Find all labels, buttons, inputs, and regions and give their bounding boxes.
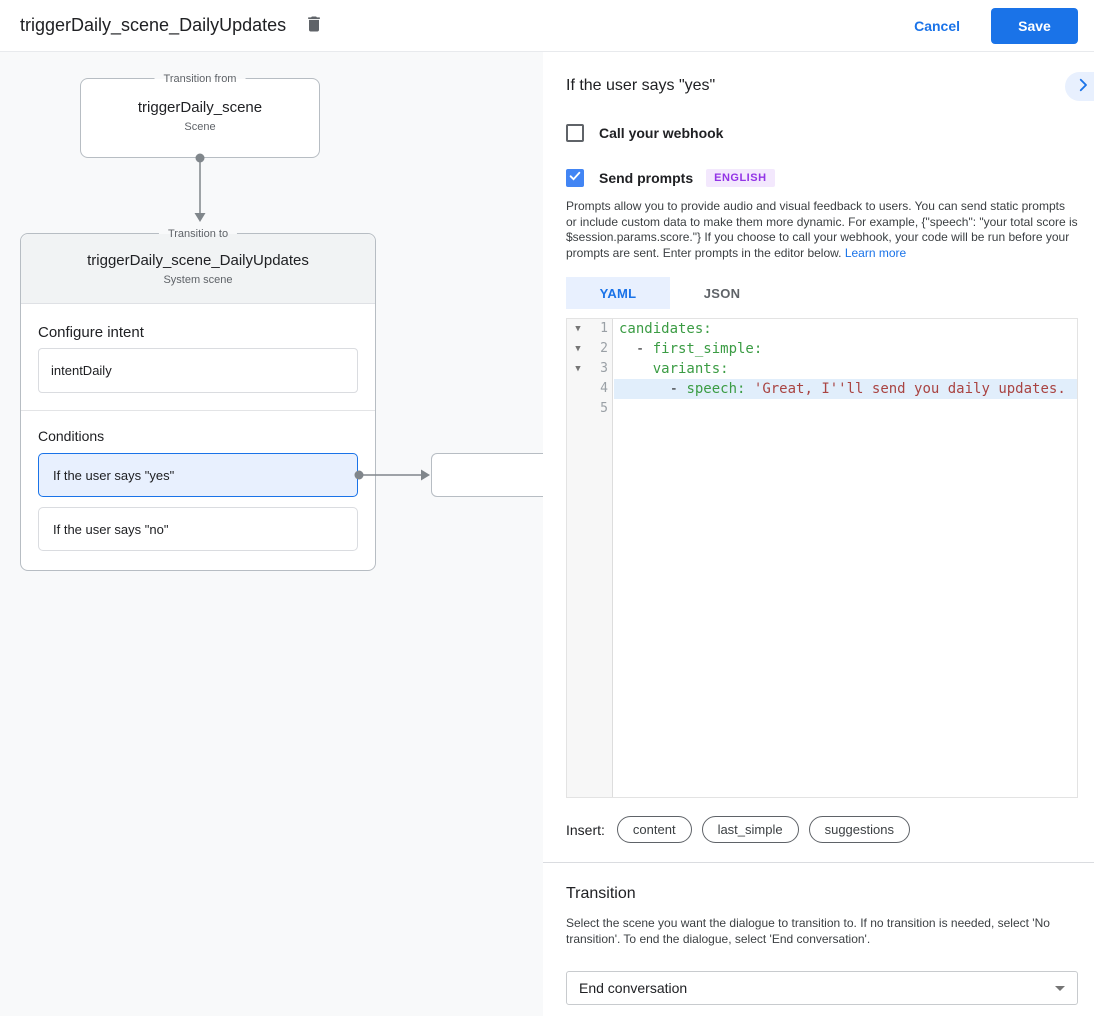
transition-description: Select the scene you want the dialogue t… — [566, 916, 1050, 946]
code-token: 'Great, I''ll send you daily updates. — [753, 381, 1066, 397]
insert-chip-content[interactable]: content — [616, 816, 692, 843]
transition-target-node[interactable] — [431, 453, 543, 497]
editor-gutter — [567, 319, 613, 797]
card-divider — [21, 410, 375, 411]
transition-section-title: Transition — [566, 885, 636, 902]
send-prompts-checkbox[interactable] — [566, 169, 584, 187]
send-prompts-label: Send prompts — [599, 170, 694, 186]
prompts-description-text: Prompts allow you to provide audio and v… — [566, 199, 1078, 260]
fold-spacer — [567, 379, 589, 399]
transition-to-node: Transition to triggerDaily_scene_DailyUp… — [20, 226, 376, 571]
cancel-button[interactable]: Cancel — [914, 17, 960, 34]
call-webhook-checkbox[interactable] — [566, 124, 584, 142]
insert-chip-suggestions[interactable]: suggestions — [808, 816, 910, 843]
webhook-row: Call your webhook — [566, 124, 1078, 142]
top-bar: triggerDaily_scene_DailyUpdates Cancel S… — [0, 0, 1094, 52]
collapse-panel-button[interactable] — [1065, 72, 1094, 101]
line-number: 5 — [600, 401, 608, 416]
transition-dropdown-value: End conversation — [579, 980, 688, 996]
code-line-4[interactable]: 4 - speech: 'Great, I''ll send you daily… — [567, 379, 1077, 399]
transition-from-node[interactable]: Transition from triggerDaily_scene Scene — [80, 71, 320, 158]
code-token — [745, 381, 753, 397]
code-token: - — [619, 341, 653, 357]
delete-scene-button[interactable] — [304, 14, 324, 37]
language-badge: ENGLISH — [706, 169, 775, 187]
code-token: - — [619, 381, 687, 397]
tab-yaml[interactable]: YAML — [566, 277, 670, 309]
code-token — [619, 361, 653, 377]
fold-arrow-icon[interactable]: ▼ — [575, 344, 581, 354]
panel-title: If the user says "yes" — [566, 77, 716, 94]
call-webhook-label: Call your webhook — [599, 125, 724, 141]
to-scene-name: triggerDaily_scene_DailyUpdates — [87, 252, 309, 269]
fold-spacer — [567, 399, 589, 419]
code-line-2[interactable]: ▼ 2 - first_simple: — [567, 339, 1077, 359]
transition-from-legend: Transition from — [154, 71, 246, 87]
to-node-body: Configure intent intentDaily Conditions … — [21, 324, 375, 551]
chevron-right-icon — [1074, 76, 1092, 97]
condition-item-no[interactable]: If the user says "no" — [38, 507, 358, 551]
condition-editor-panel: If the user says "yes" Call your webhook… — [543, 52, 1094, 1016]
save-button[interactable]: Save — [991, 7, 1078, 44]
from-scene-name: triggerDaily_scene — [137, 99, 263, 116]
code-token: variants: — [652, 361, 729, 377]
yaml-code-editor[interactable]: ▼ 1 candidates: ▼ 2 - first_simple: ▼ 3 … — [566, 318, 1078, 798]
code-token: speech: — [686, 381, 746, 397]
code-token: candidates: — [619, 321, 712, 337]
tab-json[interactable]: JSON — [703, 285, 741, 301]
learn-more-link[interactable]: Learn more — [844, 245, 907, 260]
editor-format-tabs: YAML JSON — [566, 277, 1078, 309]
line-number: 4 — [600, 381, 608, 396]
from-scene-type: Scene — [184, 121, 216, 133]
insert-chip-last-simple[interactable]: last_simple — [701, 816, 799, 843]
send-prompts-row: Send prompts ENGLISH — [566, 169, 1078, 187]
fold-arrow-icon[interactable]: ▼ — [575, 364, 581, 374]
prompts-description: Prompts allow you to provide audio and v… — [566, 199, 1078, 261]
transition-to-legend: Transition to — [158, 226, 238, 242]
line-number: 1 — [600, 321, 608, 336]
to-node-header: triggerDaily_scene_DailyUpdates System s… — [21, 234, 375, 304]
insert-row: Insert: content last_simple suggestions — [566, 816, 1078, 843]
section-divider — [543, 862, 1094, 863]
page-title: triggerDaily_scene_DailyUpdates — [20, 15, 287, 35]
transition-dropdown[interactable]: End conversation — [566, 971, 1078, 1005]
to-scene-type: System scene — [163, 274, 233, 286]
line-number: 2 — [600, 341, 608, 356]
checkmark-icon — [568, 169, 582, 188]
code-line-3[interactable]: ▼ 3 variants: — [567, 359, 1077, 379]
trash-icon — [304, 14, 324, 37]
code-token: first_simple: — [652, 341, 763, 357]
configure-intent-label: Configure intent — [38, 324, 144, 341]
condition-item-yes[interactable]: If the user says "yes" — [38, 453, 358, 497]
scene-diagram-canvas: Transition from triggerDaily_scene Scene… — [0, 52, 543, 1016]
code-line-1[interactable]: ▼ 1 candidates: — [567, 319, 1077, 339]
code-line-5[interactable]: 5 — [567, 399, 1077, 419]
intent-item[interactable]: intentDaily — [38, 348, 358, 393]
line-number: 3 — [600, 361, 608, 376]
conditions-label: Conditions — [38, 428, 105, 444]
dropdown-caret-icon — [1055, 985, 1065, 991]
fold-arrow-icon[interactable]: ▼ — [575, 324, 581, 334]
insert-label: Insert: — [566, 821, 605, 838]
